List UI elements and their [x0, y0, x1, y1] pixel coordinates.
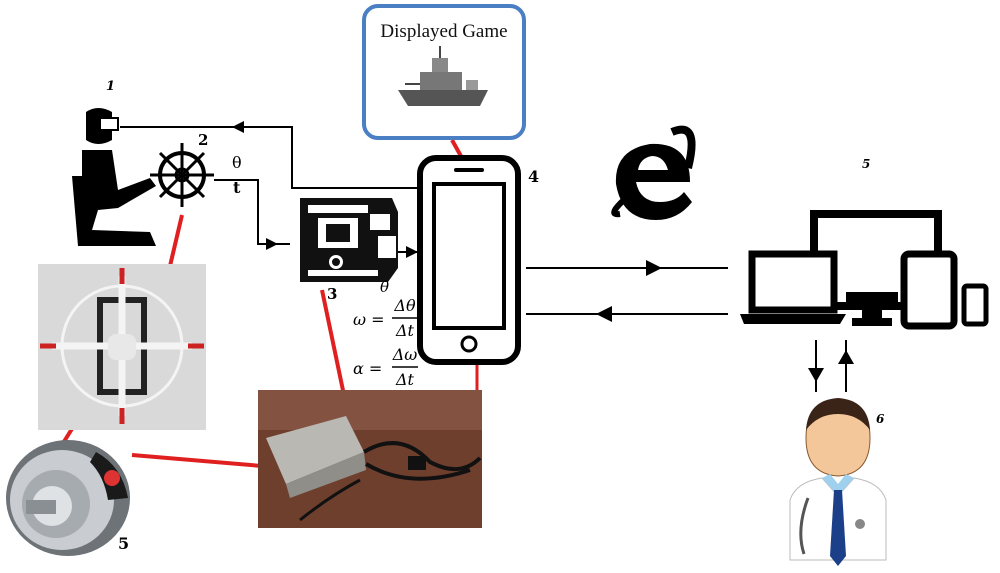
- signal-lines: [120, 126, 847, 392]
- displayed-game-panel: Displayed Game: [362, 4, 526, 140]
- arrow-to-phone: [406, 246, 418, 258]
- doctor-icon: [789, 398, 887, 566]
- label-devices: 5: [862, 157, 870, 171]
- angular-acceleration-formula: α = Δω Δt: [353, 345, 418, 389]
- signal-t: t: [233, 178, 241, 197]
- wheel-rig-photo: [38, 264, 206, 430]
- label-user: 1: [106, 79, 115, 94]
- omega-numerator: Δθ: [393, 296, 416, 315]
- arrow-to-devices-up: [838, 350, 854, 364]
- vr-user-icon: [72, 108, 156, 246]
- wire-encoder-to-box: [131, 453, 263, 468]
- alpha-denominator: Δt: [395, 370, 415, 389]
- arrow-to-board: [266, 238, 278, 250]
- rotary-encoder-photo: [6, 440, 130, 556]
- game-title: Displayed Game: [380, 21, 507, 42]
- signal-theta: θ: [232, 153, 242, 172]
- wire-board-to-box: [320, 289, 347, 401]
- omega-denominator: Δt: [395, 321, 415, 340]
- arrow-to-doctor: [808, 368, 824, 382]
- arrow-to-devices: [646, 260, 662, 276]
- label-board: 3: [327, 285, 337, 303]
- alpha-lhs: α =: [353, 359, 382, 378]
- omega-lhs: ω =: [353, 310, 385, 329]
- internet-explorer-icon: [611, 125, 696, 220]
- arrowheads: [232, 121, 854, 382]
- microcontroller-board-icon: [300, 198, 398, 282]
- label-phone: 4: [528, 167, 539, 186]
- label-doctor: 6: [876, 412, 885, 426]
- line-phone-to-goggles: [120, 126, 420, 189]
- angular-velocity-formula: ω = Δθ Δt: [353, 296, 418, 340]
- alpha-numerator: Δω: [392, 345, 418, 364]
- devices-icon: [740, 210, 989, 330]
- interface-box-photo: [258, 390, 482, 528]
- ship-icon: [398, 46, 488, 106]
- label-wheel: 2: [198, 131, 208, 149]
- line-wheel-to-board: [214, 179, 290, 245]
- board-theta: θ: [380, 278, 389, 296]
- arrow-to-goggles: [232, 121, 244, 133]
- ship-wheel-icon: [150, 143, 214, 207]
- smartphone-icon: [417, 155, 521, 365]
- arrow-to-phone-return: [596, 306, 612, 322]
- label-encoder: 5: [118, 534, 129, 553]
